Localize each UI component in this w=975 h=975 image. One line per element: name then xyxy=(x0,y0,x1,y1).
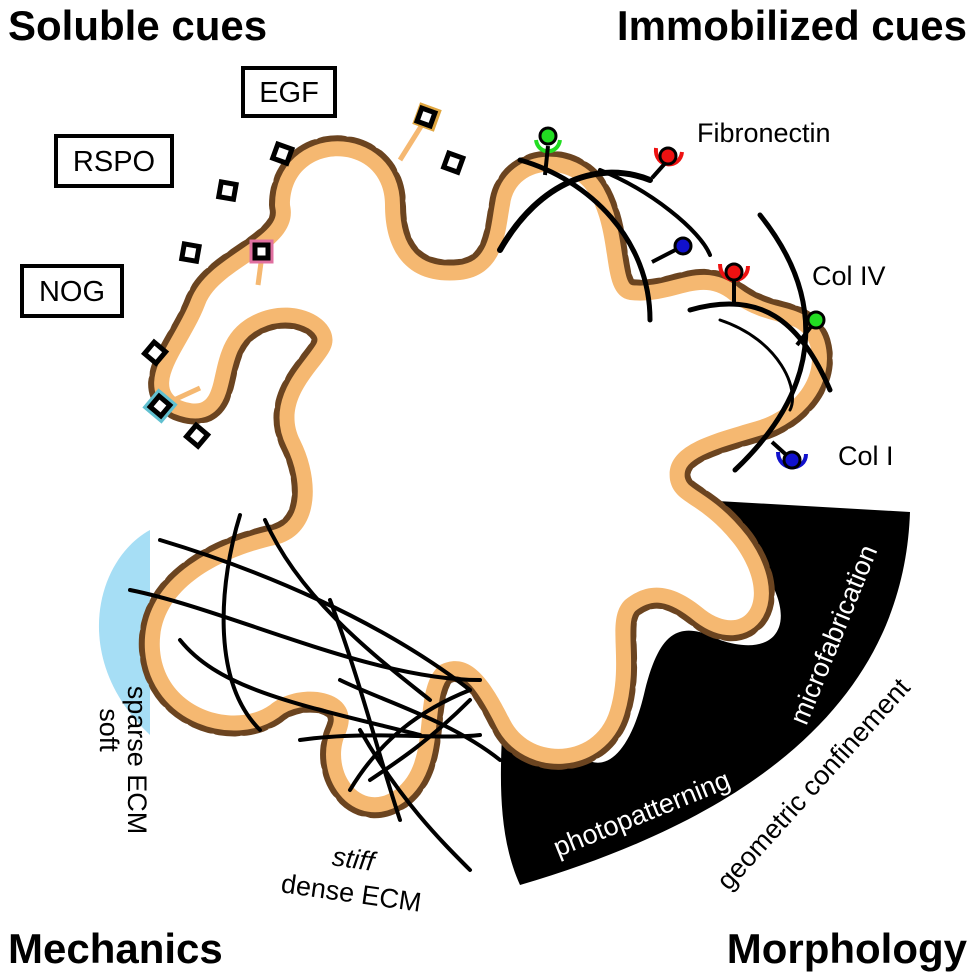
rspo-box: RSPO xyxy=(54,134,174,188)
label-soft: soft xyxy=(94,708,124,752)
egf-box: EGF xyxy=(241,66,337,118)
nog-box: NOG xyxy=(20,264,124,318)
ligand-squares xyxy=(140,102,467,450)
svg-text:NOG: NOG xyxy=(39,276,105,308)
green-ligand-2 xyxy=(795,310,826,347)
blue-ligand-2 xyxy=(770,440,808,470)
label-fibronectin: Fibronectin xyxy=(697,118,831,148)
title-soluble-cues: Soluble cues xyxy=(8,2,267,49)
ecm-fibers-mechanics xyxy=(128,513,502,872)
title-morphology: Morphology xyxy=(727,925,968,972)
label-col-i: Col I xyxy=(838,441,894,471)
fibronectin-ligands xyxy=(534,126,826,470)
label-stiff: stiff xyxy=(330,841,378,877)
svg-text:EGF: EGF xyxy=(259,77,319,109)
label-col-iv: Col IV xyxy=(812,261,886,291)
red-ligand-2 xyxy=(718,262,750,305)
svg-text:RSPO: RSPO xyxy=(73,146,155,178)
red-ligand-1 xyxy=(650,146,684,180)
label-sparse-ecm: sparse ECM xyxy=(122,686,152,835)
confinement-mold xyxy=(500,500,910,885)
soft-gel-region xyxy=(98,530,150,735)
green-ligand-1 xyxy=(534,126,562,176)
title-mechanics: Mechanics xyxy=(8,925,223,972)
blue-ligand-1 xyxy=(651,236,693,264)
title-immobilized-cues: Immobilized cues xyxy=(617,2,967,49)
label-dense-ecm: dense ECM xyxy=(279,868,423,917)
